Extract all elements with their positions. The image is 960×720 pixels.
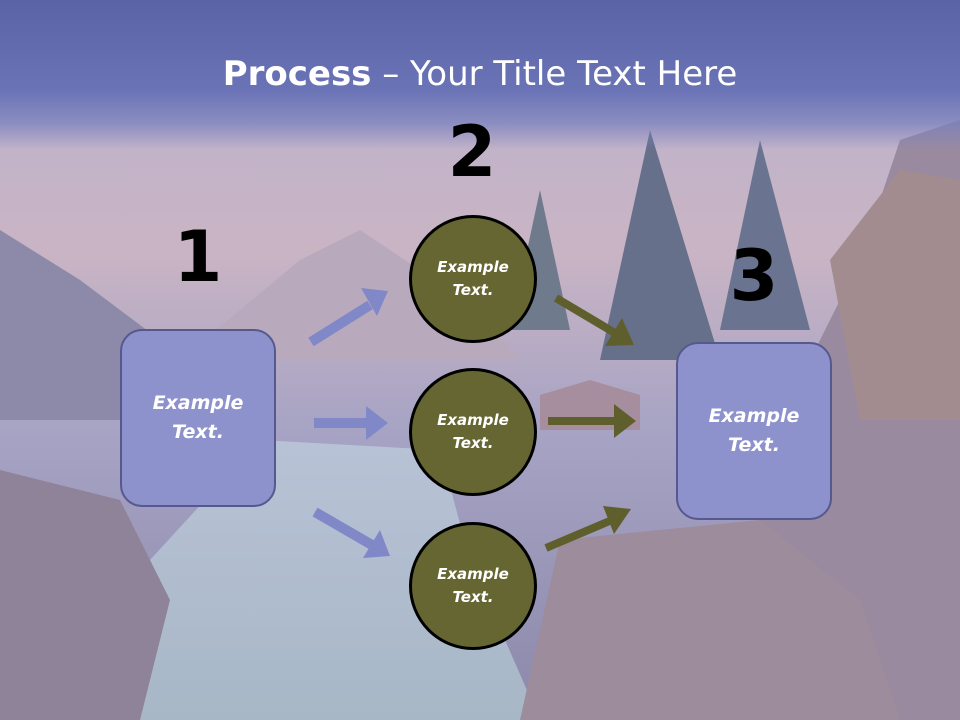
arrow-to-circle-bottom bbox=[312, 507, 390, 558]
title-bold: Process bbox=[222, 54, 372, 94]
title-rest: – Your Title Text Here bbox=[371, 54, 738, 94]
step-number-1: 1 bbox=[173, 216, 223, 298]
circle-middle-text: Example Text. bbox=[437, 411, 509, 452]
slide-title: Process – Your Title Text Here bbox=[0, 52, 960, 96]
arrow-from-circle-middle bbox=[548, 404, 636, 438]
step-number-3: 3 bbox=[729, 235, 779, 317]
arrow-to-circle-middle bbox=[314, 406, 388, 440]
right-box-text: Example Text. bbox=[708, 405, 800, 456]
arrow-to-circle-top bbox=[308, 288, 388, 347]
title-band bbox=[0, 0, 960, 150]
step-number-2: 2 bbox=[447, 111, 497, 193]
arrow-from-circle-top bbox=[553, 294, 634, 346]
circle-bottom-text: Example Text. bbox=[437, 565, 509, 606]
circle-bottom: Example Text. bbox=[409, 522, 537, 650]
circle-top: Example Text. bbox=[409, 215, 537, 343]
right-process-box: Example Text. bbox=[676, 342, 832, 520]
arrow-from-circle-bottom bbox=[544, 506, 631, 552]
left-process-box: Example Text. bbox=[120, 329, 276, 507]
circle-middle: Example Text. bbox=[409, 368, 537, 496]
left-box-text: Example Text. bbox=[152, 392, 244, 443]
circle-top-text: Example Text. bbox=[437, 258, 509, 299]
